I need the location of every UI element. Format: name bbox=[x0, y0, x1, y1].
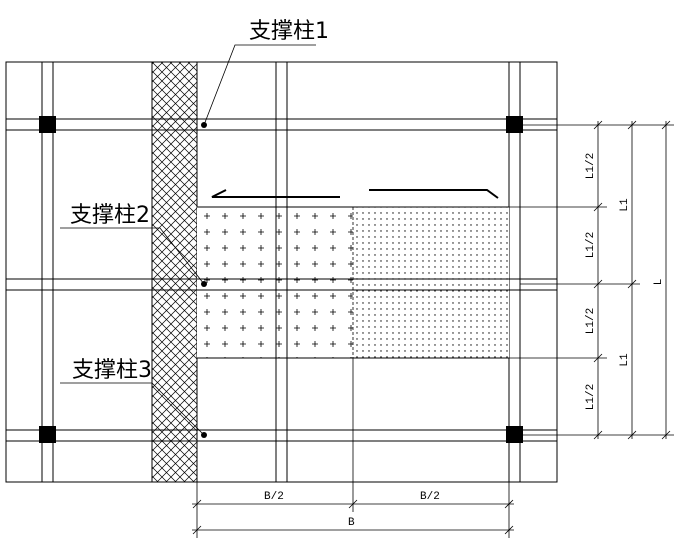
support-column-3-label: 支撑柱3 bbox=[72, 358, 152, 383]
dot-hatch-area bbox=[352, 206, 509, 359]
dim-half-width-left: B/2 bbox=[264, 491, 284, 503]
outer-frame bbox=[5, 61, 558, 483]
dim-half-width-right: B/2 bbox=[420, 491, 440, 503]
dim-total-width: B bbox=[348, 517, 355, 529]
dim-l1-upper: L1 bbox=[619, 198, 631, 212]
bottom-dimensions bbox=[192, 358, 514, 538]
plus-hatch-area bbox=[197, 206, 353, 359]
dim-l1-lower: L1 bbox=[619, 353, 631, 367]
direction-arrows bbox=[211, 189, 499, 199]
dim-half-l1-c: L1/2 bbox=[585, 308, 597, 334]
dim-half-l1-b: L1/2 bbox=[585, 232, 597, 258]
mid-beam-edges bbox=[197, 278, 509, 291]
dim-half-l1-a: L1/2 bbox=[585, 153, 597, 179]
leader-lines bbox=[60, 44, 316, 436]
dim-half-l1-d: L1/2 bbox=[585, 384, 597, 410]
right-dimensions bbox=[509, 120, 674, 440]
corner-columns bbox=[39, 116, 523, 443]
support-column-2-label: 支撑柱2 bbox=[70, 203, 150, 228]
hatched-wall bbox=[151, 61, 198, 483]
support-column-1-label: 支撑柱1 bbox=[249, 19, 329, 44]
dim-total-length: L bbox=[653, 279, 665, 286]
